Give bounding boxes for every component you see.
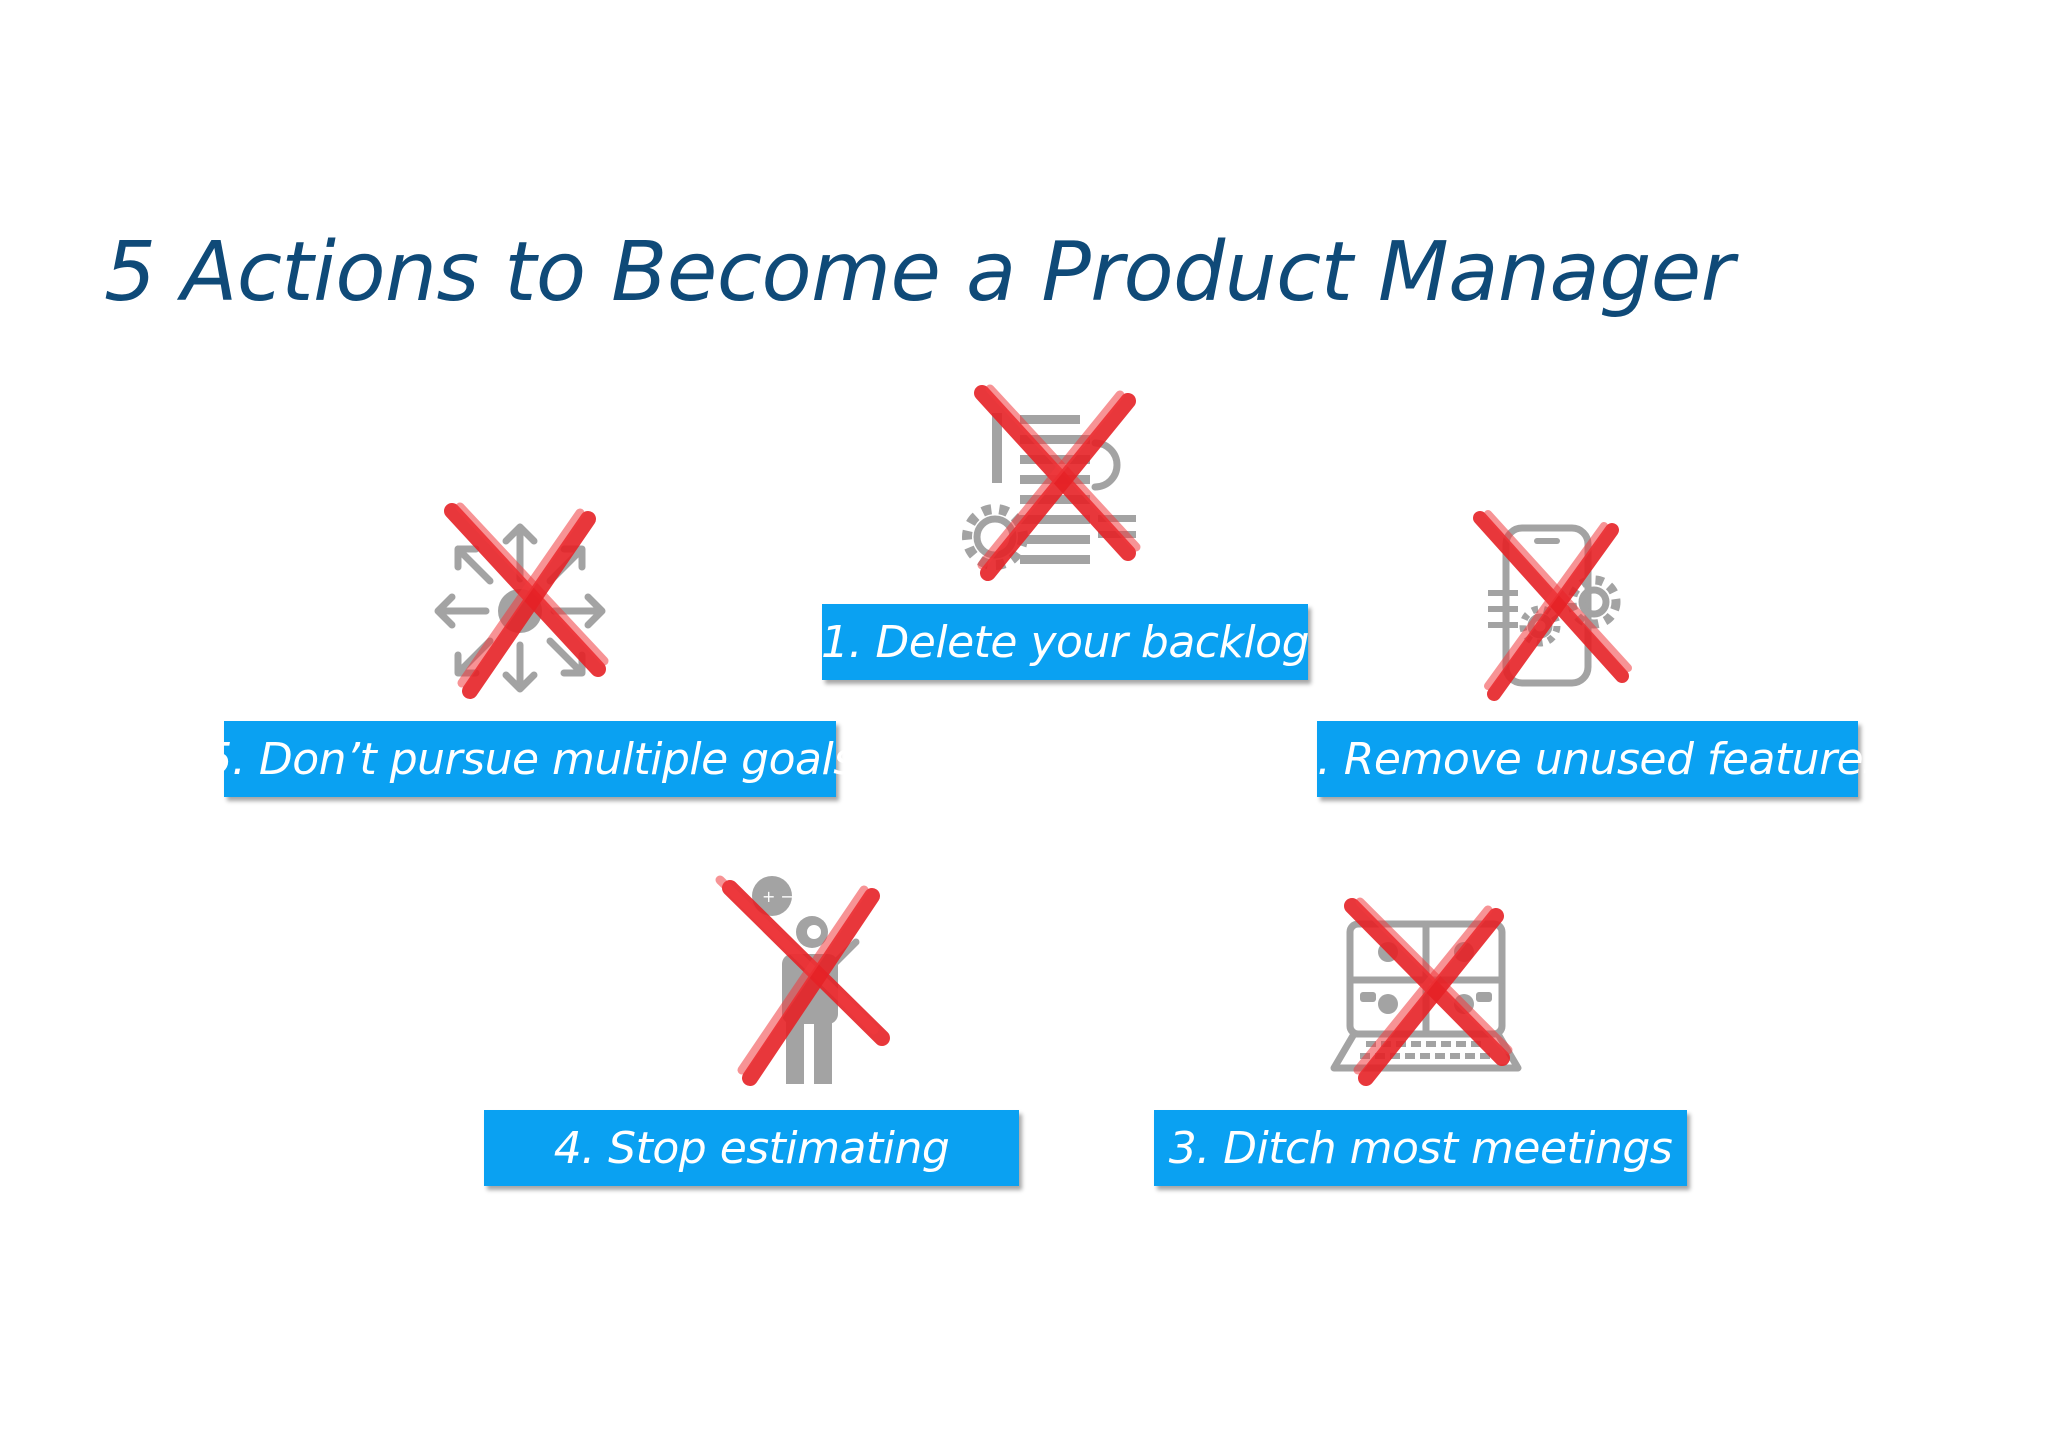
red-cross-mark — [1344, 897, 1513, 1086]
multiple-directions-arrows-icon — [430, 502, 610, 699]
svg-text:+ −: + − — [762, 887, 794, 906]
red-cross-mark — [715, 875, 890, 1086]
action-label-multiple-goals: 5. Don’t pursue multiple goals — [204, 721, 856, 797]
action-label-delete-backlog: 1. Delete your backlog — [821, 604, 1310, 680]
mobile-phone-gear-icon — [1473, 510, 1634, 701]
action-label-ditch-meetings: 3. Ditch most meetings — [1154, 1110, 1687, 1186]
page-title: 5 Actions to Become a Product Manager — [104, 225, 1734, 320]
laptop-video-meeting-icon — [1330, 892, 1522, 1086]
person-estimating-icon: + − — [706, 872, 896, 1086]
backlog-document-gear-icon — [960, 384, 1150, 585]
red-cross-mark — [974, 384, 1141, 581]
action-label-remove-unused-features: 2. Remove unused features — [1289, 721, 1886, 797]
red-cross-mark — [1473, 510, 1632, 701]
red-cross-mark — [444, 502, 609, 699]
action-label-stop-estimating: 4. Stop estimating — [484, 1110, 1019, 1186]
